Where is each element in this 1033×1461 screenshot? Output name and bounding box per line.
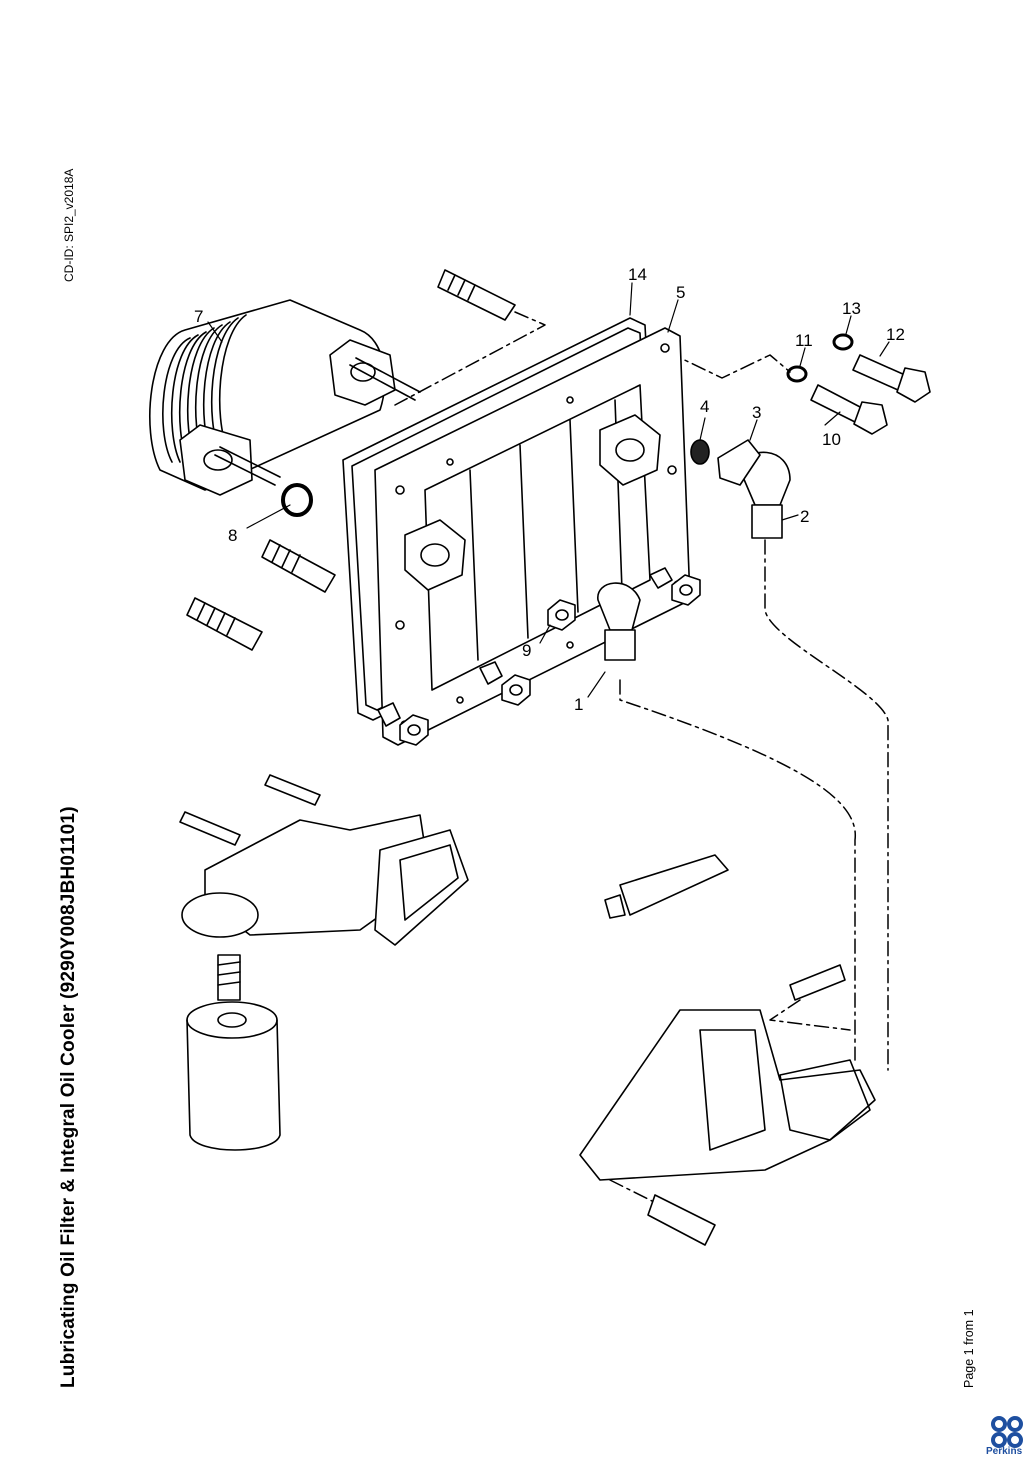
callout-2: 2 bbox=[800, 507, 809, 526]
brand-name: Perkins bbox=[986, 1446, 1023, 1457]
oil-pump-housing bbox=[579, 964, 876, 1246]
callout-10: 10 bbox=[822, 430, 841, 449]
callout-8: 8 bbox=[228, 526, 237, 545]
callout-3: 3 bbox=[752, 403, 761, 422]
elbow-fitting-lower bbox=[597, 582, 641, 661]
callout-7: 7 bbox=[194, 307, 203, 326]
callout-4: 4 bbox=[700, 397, 709, 416]
callout-9: 9 bbox=[522, 641, 531, 660]
o-ring-seal bbox=[281, 483, 313, 517]
cooler-cover-plate bbox=[374, 327, 691, 746]
oil-filter-canister bbox=[186, 954, 281, 1151]
callout-14: 14 bbox=[628, 265, 647, 284]
bolt-and-washer-set bbox=[786, 333, 931, 435]
sealant-tube bbox=[604, 854, 729, 919]
callout-13: 13 bbox=[842, 299, 861, 318]
oil-cooler-core bbox=[149, 299, 421, 496]
callout-1: 1 bbox=[574, 695, 583, 714]
callout-12: 12 bbox=[886, 325, 905, 344]
filter-head-assembly bbox=[179, 774, 469, 946]
callout-11: 11 bbox=[795, 331, 813, 350]
nut-and-spacer-set bbox=[377, 567, 701, 746]
stud-set bbox=[186, 269, 516, 651]
callout-5: 5 bbox=[676, 283, 685, 302]
sealing-washer bbox=[690, 439, 710, 465]
flange-gasket bbox=[717, 439, 761, 486]
callout-leader-lines bbox=[207, 282, 890, 698]
callout-labels: 1 2 3 4 5 7 8 9 10 11 12 13 14 bbox=[194, 265, 905, 714]
perkins-logo-icon bbox=[991, 1416, 1023, 1448]
